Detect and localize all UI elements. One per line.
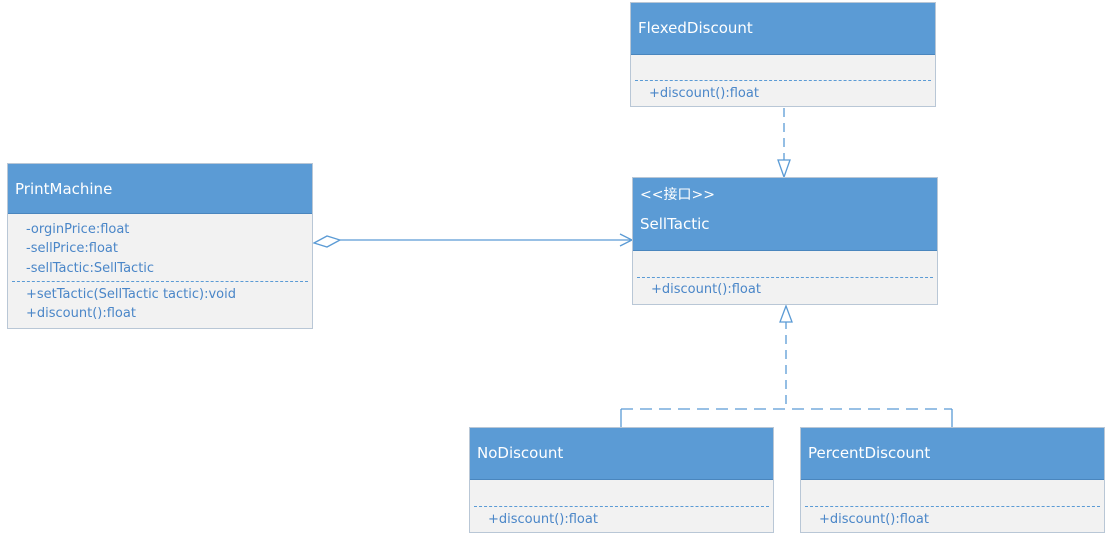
realization-arrowhead-flexed (777, 159, 791, 179)
aggregation-arrowhead (619, 233, 634, 247)
class-header: PercentDiscount (801, 428, 1104, 480)
operation-item: +discount():float (649, 86, 759, 101)
class-percent-discount[interactable]: PercentDiscount +discount():float (800, 427, 1105, 533)
class-header: FlexedDiscount (631, 3, 935, 55)
members-divider (637, 277, 933, 278)
class-flexed-discount[interactable]: FlexedDiscount +discount():float (630, 2, 936, 107)
class-name: FlexedDiscount (638, 19, 753, 37)
class-name: PercentDiscount (808, 444, 931, 462)
operation-item: +discount():float (488, 512, 598, 527)
operation-item: +discount():float (819, 512, 929, 527)
members-divider (805, 506, 1100, 507)
members-divider (12, 281, 308, 282)
class-sell-tactic[interactable]: <<接口>> SellTactic +discount():float (632, 177, 938, 305)
operation-item: +discount():float (26, 306, 136, 321)
class-name: SellTactic (640, 215, 710, 233)
members-divider (635, 80, 931, 81)
class-stereotype: <<接口>> (640, 187, 715, 203)
class-header: NoDiscount (470, 428, 773, 480)
realization-arrowhead-shared (779, 304, 793, 323)
class-name: NoDiscount (477, 444, 564, 462)
attribute-item: -orginPrice:float (26, 222, 130, 237)
attribute-item: -sellPrice:float (26, 241, 118, 256)
class-print-machine[interactable]: PrintMachine -orginPrice:float -sellPric… (7, 163, 313, 329)
attribute-item: -sellTactic:SellTactic (26, 261, 155, 276)
operation-item: +setTactic(SellTactic tactic):void (26, 287, 236, 302)
class-header: PrintMachine (8, 164, 312, 214)
class-name: PrintMachine (15, 180, 113, 198)
class-header: <<接口>> SellTactic (633, 178, 937, 251)
class-no-discount[interactable]: NoDiscount +discount():float (469, 427, 774, 533)
operation-item: +discount():float (651, 282, 761, 297)
members-divider (474, 506, 769, 507)
aggregation-diamond (312, 235, 342, 248)
